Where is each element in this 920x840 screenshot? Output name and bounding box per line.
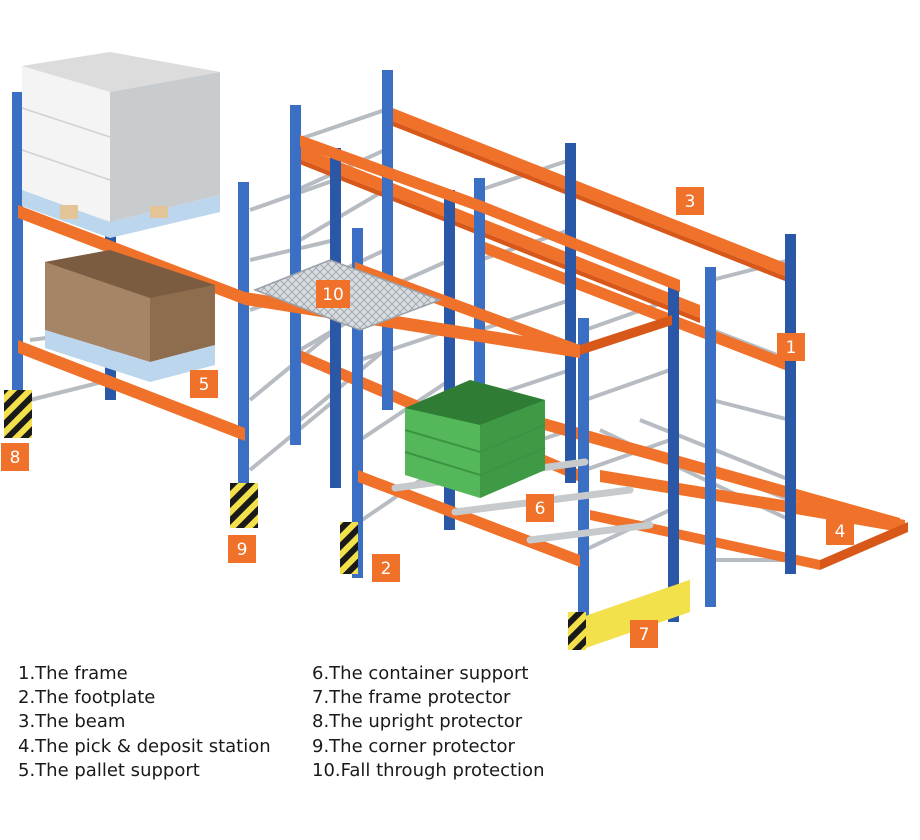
- callout-10-label: 10: [322, 285, 344, 305]
- racking-diagram: 1 2 3 4 5 6 7 8: [1, 52, 908, 650]
- callout-5-label: 5: [199, 375, 210, 395]
- legend-item: 1.The frame: [18, 663, 128, 684]
- legend-left-column: 1.The frame 2.The footplate 3.The beam 4…: [18, 662, 271, 783]
- legend-item: 8.The upright protector: [312, 711, 523, 733]
- legend-item: 6.The container support: [312, 663, 529, 684]
- callout-8: 8: [1, 443, 29, 471]
- callout-6-label: 6: [535, 499, 546, 519]
- callout-10: 10: [316, 280, 350, 308]
- legend-item: 10.Fall through protection: [312, 759, 545, 781]
- callout-6: 6: [526, 494, 554, 522]
- callout-2-label: 2: [381, 559, 392, 579]
- callout-2: 2: [372, 554, 400, 582]
- green-container: [404, 380, 546, 498]
- frame-protector: [580, 578, 695, 650]
- legend-item: 3.The beam: [18, 711, 126, 733]
- callout-1: 1: [777, 333, 805, 361]
- legend-item: 2.The footplate: [18, 687, 156, 709]
- cardboard-box: [45, 250, 215, 382]
- callout-5: 5: [190, 370, 218, 398]
- callout-4-label: 4: [835, 522, 846, 542]
- callout-3: 3: [676, 187, 704, 215]
- upright-protectors: [4, 390, 586, 650]
- callout-badges: 1 2 3 4 5 6 7 8: [1, 187, 854, 648]
- callout-8-label: 8: [10, 448, 21, 468]
- legend-right-column: 6.The container support 7.The frame prot…: [312, 662, 544, 783]
- callout-7: 7: [630, 620, 658, 648]
- legend-item: 5.The pallet support: [18, 759, 200, 781]
- callout-9-label: 9: [237, 540, 248, 560]
- callout-9: 9: [228, 535, 256, 563]
- legend-item: 9.The corner protector: [312, 735, 515, 757]
- top-pallet-load: [21, 52, 220, 238]
- callout-3-label: 3: [685, 192, 696, 212]
- callout-1-label: 1: [786, 338, 797, 358]
- callout-4: 4: [826, 517, 854, 545]
- callout-7-label: 7: [639, 625, 650, 645]
- legend-item: 7.The frame protector: [312, 687, 511, 709]
- legend-item: 4.The pick & deposit station: [18, 735, 271, 757]
